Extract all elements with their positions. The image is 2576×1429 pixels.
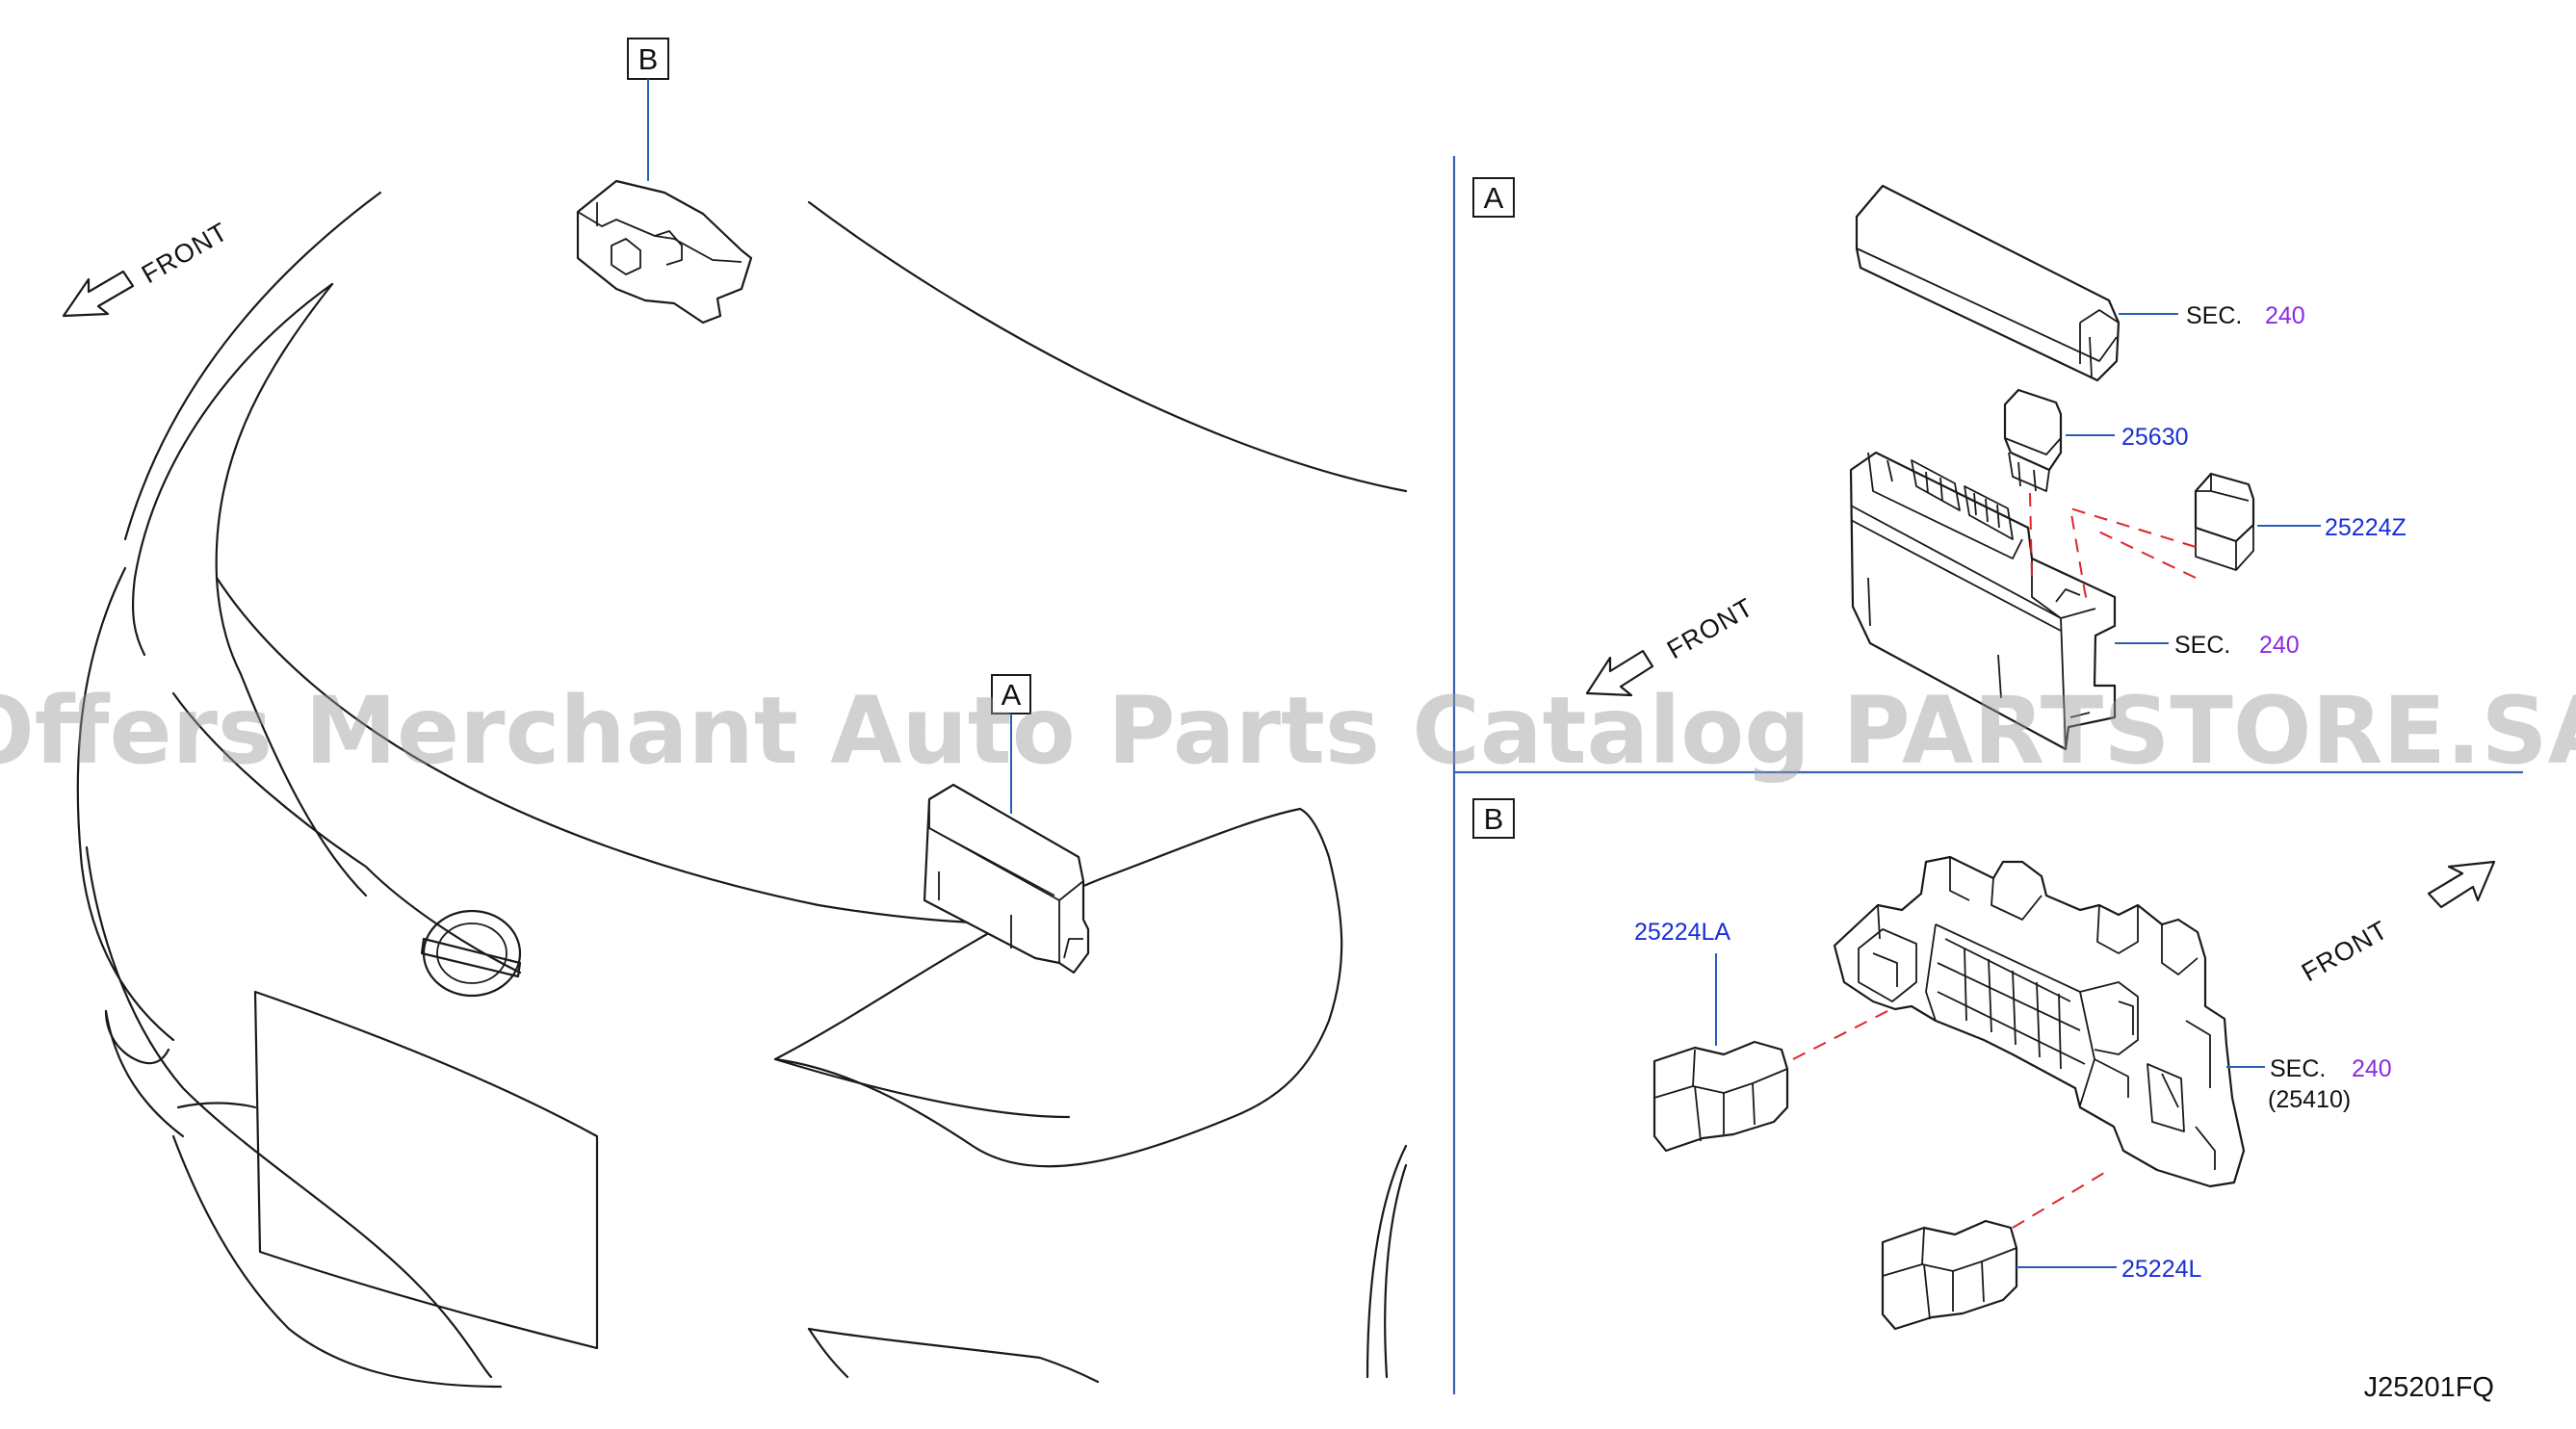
front-label-b: FRONT [2297,915,2393,987]
guide-25224z [2069,507,2197,606]
guide-25630 [2029,492,2033,581]
front-arrow-b: FRONT [2297,860,2496,987]
sec-label-cover: SEC. [2186,302,2242,329]
front-label-a: FRONT [1662,592,1758,664]
detail-panel-a: A SEC. 240 25630 [1472,177,2407,751]
relay-25224z[interactable] [2194,472,2255,571]
callout-a-location[interactable]: A [923,674,1090,974]
watermark-text: Offers Merchant Auto Parts Catalog PARTS… [0,677,2576,785]
detail-panel-b: B [1472,798,2496,1331]
fuse-box-cover[interactable] [1855,184,2121,382]
sec-number-relay-box: 240 [2352,1055,2392,1082]
panel-b-label: B [1484,802,1504,836]
part-number-25630: 25630 [2121,424,2189,451]
sec-number-base: 240 [2259,632,2300,659]
part-number-25224l: 25224L [2121,1256,2202,1283]
diagram-code: J25201FQ [2364,1372,2494,1403]
sub-ref-label: (25410) [2268,1086,2351,1113]
relay-25224la[interactable] [1652,1040,1789,1153]
sec-number-cover: 240 [2265,302,2305,329]
callout-a-label: A [1002,678,1022,712]
callout-b-location[interactable]: B [576,38,753,325]
sec-label-base: SEC. [2174,632,2230,659]
guide-25224la [1792,1010,1888,1060]
sec-label-relay-box: SEC. [2270,1055,2326,1082]
panel-a-label: A [1484,181,1504,215]
part-number-25224z: 25224Z [2325,514,2407,541]
fuse-box-a-thumbnail [923,783,1090,974]
front-arrow-left: FRONT [62,217,233,318]
front-label-left: FRONT [137,217,233,289]
vehicle-outline [76,191,1408,1389]
part-number-25224la: 25224LA [1634,919,1730,946]
relay-box-b-thumbnail [576,179,753,325]
guide-25224z-lower [2094,529,2197,579]
emblem-icon [420,909,522,998]
relay-25224l[interactable] [1881,1219,2018,1331]
relay-box-assembly[interactable] [1833,855,2246,1188]
callout-b-label: B [638,42,659,76]
fuse-box-base[interactable] [1849,451,2117,751]
relay-25630[interactable] [2003,388,2063,492]
guide-25224l [2012,1169,2110,1229]
